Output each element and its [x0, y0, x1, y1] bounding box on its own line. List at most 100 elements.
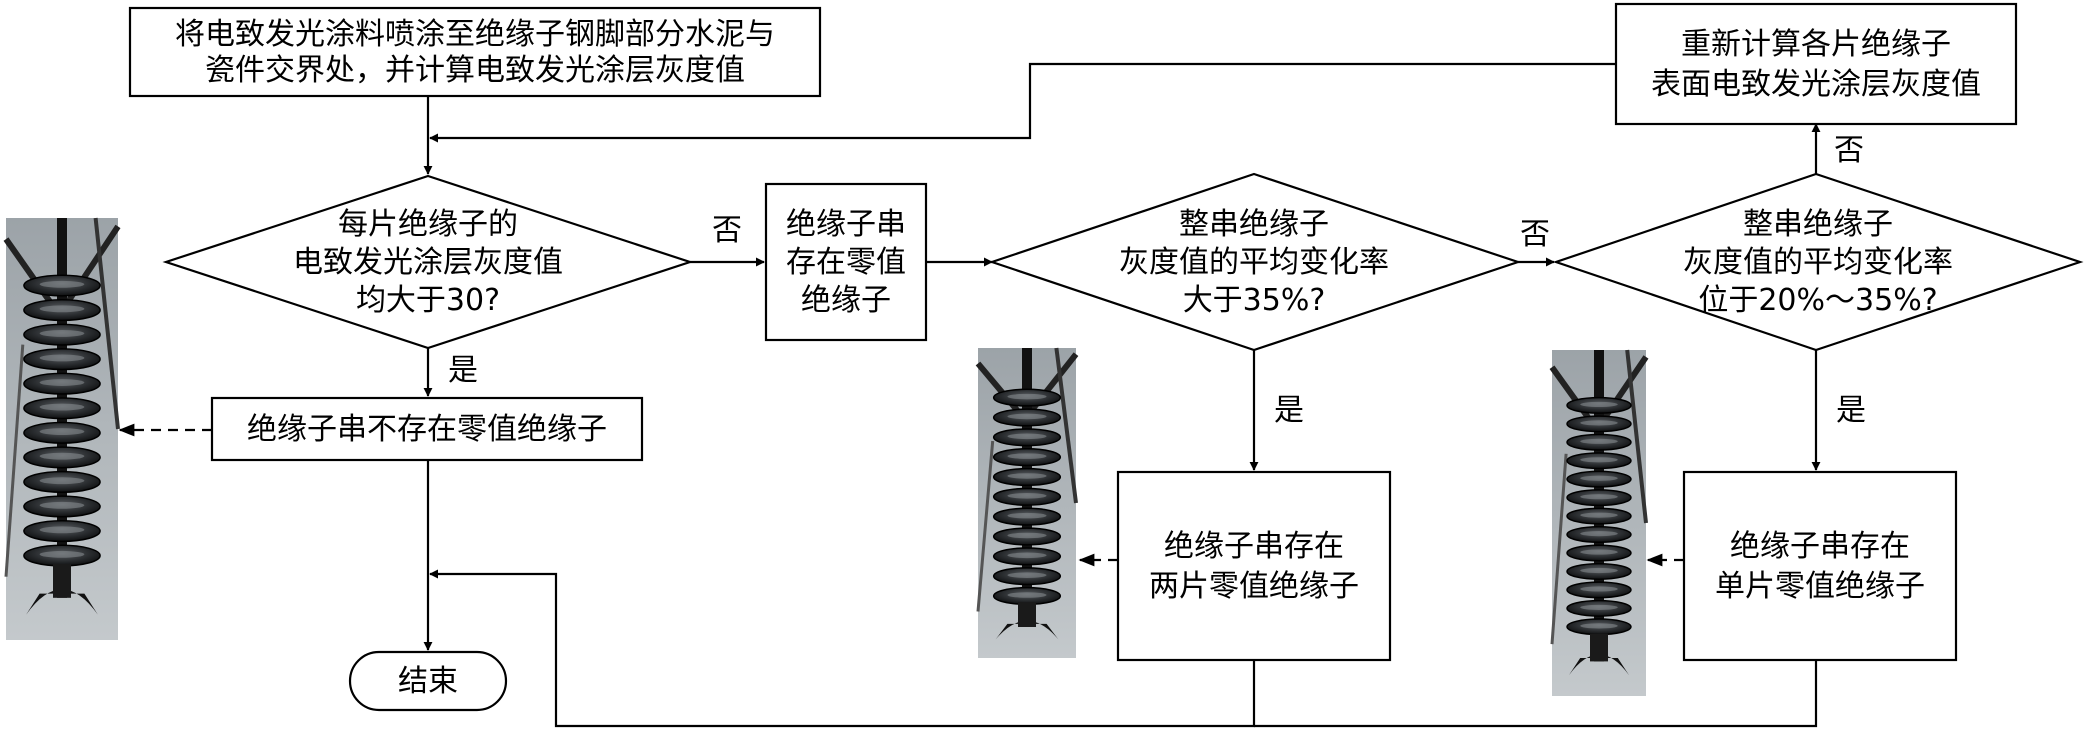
node-text-line: 重新计算各片绝缘子 [1681, 27, 1951, 62]
node-text-line: 将电致发光涂料喷涂至绝缘子钢脚部分水泥与 [175, 17, 775, 52]
disc-highlight [39, 329, 85, 337]
node-text-line: 存在零值 [786, 245, 906, 280]
disc-highlight [1007, 453, 1047, 459]
disc-highlight [1580, 549, 1618, 555]
node-single-zero [1682, 470, 1958, 662]
disc-highlight [1007, 473, 1047, 479]
tower-beam [93, 217, 120, 430]
node-text-line: 整串绝缘子 [1743, 207, 1893, 242]
end-fitting [1018, 602, 1036, 627]
disc-highlight [1007, 532, 1047, 539]
node-text-line: 电致发光涂层灰度值 [293, 245, 563, 280]
disc-highlight [1580, 623, 1618, 629]
edge-return-bottom [429, 569, 1256, 728]
disc-highlight [1580, 438, 1618, 444]
disc-highlight [1580, 494, 1618, 500]
node-text-line: 绝缘子串存在 [1164, 529, 1344, 564]
node-text-line: 绝缘子串 [786, 207, 906, 242]
node-text-line: 灰度值的平均变化率 [1683, 245, 1953, 280]
end-fitting [26, 589, 98, 615]
disc-highlight [1580, 586, 1618, 592]
edge-recalc-loop [429, 62, 1616, 143]
node-text-line: 均大于30? [356, 283, 500, 318]
node-no-zero [210, 396, 644, 462]
disc-highlight [1580, 512, 1618, 518]
disc-highlight [39, 354, 85, 362]
disc-highlight [1007, 592, 1047, 598]
disc-highlight [1580, 475, 1618, 481]
disc-highlight [1580, 567, 1618, 574]
disc-highlight [1007, 433, 1047, 440]
disc-highlight [1007, 393, 1047, 400]
tower-beam [4, 344, 25, 577]
disc-highlight [39, 452, 85, 460]
disc-highlight [39, 526, 85, 534]
node-end [348, 650, 508, 712]
node-text-line: 单片零值绝缘子 [1715, 569, 1925, 604]
end-fitting [995, 620, 1059, 640]
node-start [128, 6, 822, 98]
node-recalc [1614, 2, 2018, 126]
node-text-line: 两片零值绝缘子 [1149, 569, 1359, 604]
disc-highlight [39, 305, 85, 313]
node-end-text: 结束 [398, 664, 458, 699]
node-text-line: 绝缘子串不存在零值绝缘子 [247, 412, 607, 447]
node-text-line: 表面电致发光涂层灰度值 [1651, 67, 1981, 102]
end-fitting [1590, 633, 1608, 662]
end-fitting [1568, 654, 1630, 676]
node-text-line: 绝缘子 [801, 283, 891, 318]
disc-highlight [1580, 401, 1618, 408]
tower-beam [1625, 349, 1648, 524]
node-text-line: 整串绝缘子 [1179, 207, 1329, 242]
disc-highlight [1007, 413, 1047, 420]
disc-highlight [39, 501, 85, 509]
edge-label-d1-no: 否 [712, 213, 742, 248]
node-text-line: 灰度值的平均变化率 [1119, 245, 1389, 280]
tower-beam [1054, 347, 1078, 504]
disc-highlight [39, 403, 85, 411]
tower-beam [3, 237, 59, 313]
insulator-string-photo [1549, 349, 1649, 696]
disc-highlight [1580, 531, 1618, 537]
node-text-line: 每片绝缘子的 [338, 207, 518, 242]
tower-beam [976, 440, 995, 612]
node-decision2 [988, 172, 1522, 352]
disc-highlight [39, 477, 85, 485]
disc-highlight [1580, 604, 1618, 611]
edge-label-d3-yes: 是 [1836, 393, 1866, 428]
node-decision3 [1552, 172, 2084, 352]
node-decision1 [162, 174, 694, 350]
insulator-string-photo [3, 217, 121, 640]
tower-beam [1550, 453, 1568, 645]
disc-highlight [1580, 420, 1618, 426]
end-fitting [53, 564, 71, 598]
node-two-zero [1116, 470, 1392, 662]
disc-highlight [39, 550, 85, 558]
insulator-string-photo [975, 347, 1079, 658]
insulator-rod [1022, 348, 1032, 627]
node-text-line: 位于20%～35%? [1698, 283, 1937, 318]
node-text-line: 瓷件交界处，并计算电致发光涂层灰度值 [205, 53, 745, 88]
disc-highlight [39, 379, 85, 386]
edge-label-d3-no: 否 [1834, 133, 1864, 168]
edge-label-d1-yes: 是 [448, 353, 478, 388]
disc-highlight [1007, 493, 1047, 499]
disc-highlight [39, 428, 85, 436]
node-no-zero-text: 绝缘子串不存在零值绝缘子 [247, 412, 607, 447]
node-text-line: 大于35%? [1183, 283, 1326, 318]
disc-highlight [1007, 552, 1047, 559]
edge-return-right [1254, 660, 1818, 728]
tower-beam [975, 361, 1025, 419]
node-zero-exists [764, 182, 928, 342]
node-text-line: 结束 [398, 664, 458, 699]
disc-highlight [1007, 512, 1047, 519]
disc-highlight [39, 280, 85, 288]
